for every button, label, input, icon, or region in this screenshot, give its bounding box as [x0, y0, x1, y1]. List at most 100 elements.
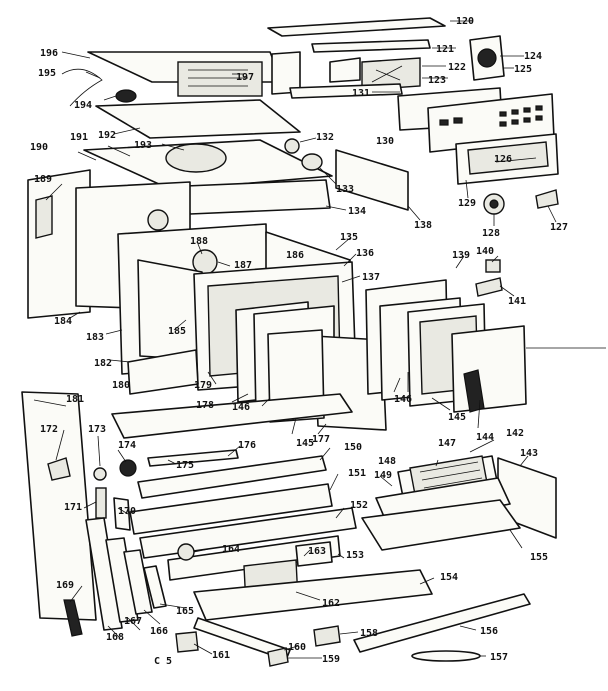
label-151: 151 — [348, 468, 366, 479]
part-169-handle — [63, 599, 83, 637]
label-142: 142 — [506, 428, 524, 439]
label-153: 153 — [346, 550, 364, 561]
label-170: 170 — [118, 506, 136, 517]
label-c5: C 5 — [154, 656, 172, 667]
part-394-pad — [115, 89, 137, 103]
label-140: 140 — [476, 246, 494, 257]
label-175: 175 — [176, 460, 194, 471]
label-154: 154 — [440, 572, 458, 583]
part-157-strip — [411, 650, 481, 662]
part-122-switch — [361, 57, 421, 91]
label-144: 144 — [476, 432, 494, 443]
label-128: 128 — [482, 228, 500, 239]
part-176-burner — [137, 455, 327, 499]
part-150-tray — [129, 483, 333, 535]
label-146a: 146 — [232, 402, 250, 413]
part-control-bracket — [329, 57, 361, 83]
label-173: 173 — [88, 424, 106, 435]
part-138-side-bracket — [335, 149, 409, 211]
label-138: 138 — [414, 220, 432, 231]
label-131: 131 — [352, 88, 370, 99]
label-148: 148 — [378, 456, 396, 467]
label-194: 194 — [74, 100, 92, 111]
label-123: 123 — [428, 75, 446, 86]
label-133: 133 — [336, 184, 354, 195]
label-197: 197 — [236, 72, 254, 83]
part-163-bracket — [295, 541, 333, 567]
label-158: 158 — [360, 628, 378, 639]
part-189-hinge — [35, 195, 53, 239]
label-160: 160 — [288, 642, 306, 653]
label-159: 159 — [322, 654, 340, 665]
label-171: 171 — [64, 502, 82, 513]
label-164: 164 — [222, 544, 240, 555]
part-158-block — [313, 625, 341, 647]
part-number-labels: 120 121 122 123 124 125 126 127 128 129 … — [30, 16, 568, 667]
part-154-bottom-pan — [193, 569, 433, 621]
label-193: 193 — [134, 140, 152, 151]
label-176: 176 — [238, 440, 256, 451]
label-129: 129 — [458, 198, 476, 209]
label-126: 126 — [494, 154, 512, 165]
label-137: 137 — [362, 272, 380, 283]
part-166-rail — [123, 549, 153, 615]
label-136: 136 — [356, 248, 374, 259]
label-183: 183 — [86, 332, 104, 343]
label-189: 189 — [34, 174, 52, 185]
part-188-motor — [147, 209, 169, 231]
part-131-bar — [289, 83, 403, 99]
label-150: 150 — [344, 442, 362, 453]
label-157: 157 — [490, 652, 508, 663]
part-173-grommet — [93, 467, 107, 481]
label-156: 156 — [480, 626, 498, 637]
part-134-bracket — [185, 179, 331, 215]
part-171-post — [95, 487, 107, 519]
label-184: 184 — [54, 316, 72, 327]
part-161-clip — [175, 631, 199, 653]
part-181-side-panel — [21, 391, 97, 621]
label-121: 121 — [436, 44, 454, 55]
part-141-hinge-pin — [475, 277, 503, 297]
label-195: 195 — [38, 68, 56, 79]
part-197-vent-box — [177, 61, 263, 97]
label-122: 122 — [448, 62, 466, 73]
part-164-knob — [177, 543, 195, 561]
label-127: 127 — [550, 222, 568, 233]
label-145a: 145 — [296, 438, 314, 449]
broiler-grid-slots — [419, 461, 483, 489]
label-162: 162 — [322, 598, 340, 609]
label-178: 178 — [196, 400, 214, 411]
part-133-disk — [301, 153, 323, 171]
part-142-door-panel — [451, 325, 527, 413]
part-180-rack — [111, 393, 353, 439]
label-185: 185 — [168, 326, 186, 337]
part-174-igniter — [119, 459, 137, 477]
panel-buttons — [439, 105, 543, 127]
part-170-bracket — [113, 497, 131, 531]
label-134: 134 — [348, 206, 366, 217]
label-168: 168 — [106, 632, 124, 643]
part-172-bracket — [47, 457, 71, 481]
label-186: 186 — [286, 250, 304, 261]
label-191: 191 — [70, 132, 88, 143]
label-179: 179 — [194, 380, 212, 391]
part-126-panel-glass-inner — [467, 141, 549, 175]
label-182: 182 — [94, 358, 112, 369]
part-167-rail — [105, 537, 139, 623]
label-152: 152 — [350, 500, 368, 511]
label-169: 169 — [56, 580, 74, 591]
part-124-timer-dial — [477, 48, 497, 68]
label-125: 125 — [514, 64, 532, 75]
part-192-plate — [95, 99, 301, 139]
part-195-wire — [61, 68, 103, 107]
label-180: 180 — [112, 380, 130, 391]
label-174: 174 — [118, 440, 136, 451]
label-149: 149 — [374, 470, 392, 481]
label-192: 192 — [98, 130, 116, 141]
part-165-rail — [143, 565, 167, 609]
part-132-knob — [284, 138, 300, 154]
part-155-plate — [361, 499, 521, 551]
label-143: 143 — [520, 448, 538, 459]
label-166: 166 — [150, 626, 168, 637]
part-120-top-trim — [267, 17, 446, 37]
